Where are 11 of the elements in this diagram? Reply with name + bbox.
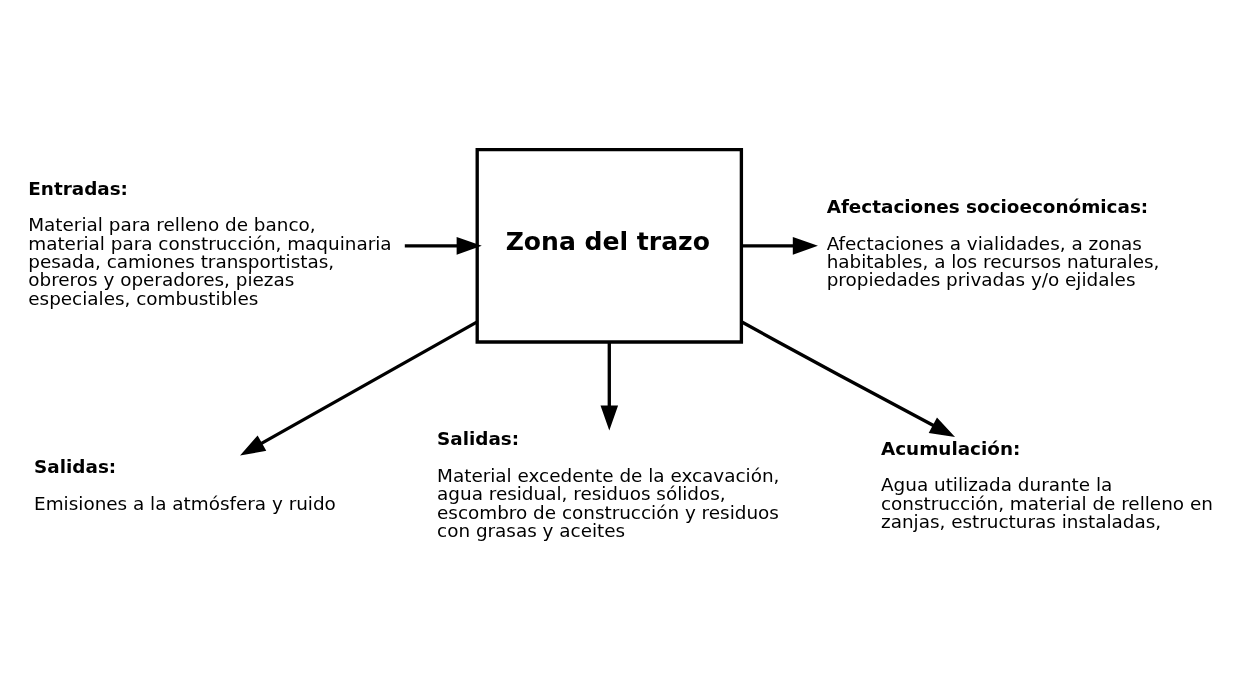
arrow <box>404 236 482 255</box>
node-text: Afectaciones socioeconómicas: Afectaciones a vialidades, a zonas habitables, a los recursos naturales, propiedades privadas y/o ejidales <box>826 195 1160 290</box>
node-text: Salidas: Material excedente de la excavación, agua residual, residuos sólidos, escombro de construcción y residuos con grasas y aceites <box>437 427 780 541</box>
arrow <box>600 341 619 431</box>
node-box: Zona del trazo <box>475 147 744 344</box>
arrow <box>740 319 956 437</box>
arrow <box>240 319 478 455</box>
node-text: Entradas: Material para relleno de banco, material para construcción, maquinaria pesada, camiones transportistas, obreros y operadores, piezas especiales, combustibles <box>28 177 392 309</box>
node-text: Acumulación: Agua utilizada durante la construcción, material de relleno en zanjas, estructuras instaladas, <box>881 437 1213 532</box>
node-text: Salidas: Emisiones a la atmósfera y ruido <box>34 455 336 514</box>
arrow <box>742 236 818 255</box>
